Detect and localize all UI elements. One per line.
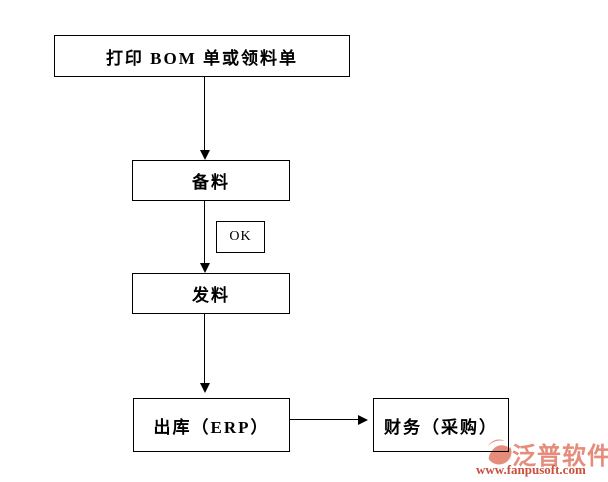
flow-label-ok-text: OK <box>229 229 252 244</box>
arrow-line <box>204 77 205 151</box>
flow-node-prepare-material-label: 备料 <box>192 173 230 192</box>
flow-node-prepare-material: 备料 <box>132 160 290 201</box>
arrow-down-head-icon <box>200 150 210 160</box>
arrow-line <box>204 201 205 263</box>
flow-node-print-bom-label: 打印 BOM 单或领料单 <box>105 48 299 68</box>
flow-node-outbound-erp-label: 出库（ERP） <box>153 417 270 437</box>
flow-label-ok: OK <box>216 221 265 253</box>
watermark-url-text: www.fanpusoft.com <box>476 462 586 477</box>
flow-node-finance-purchase: 财务（采购） <box>373 398 509 452</box>
flow-node-print-bom: 打印 BOM 单或领料单 <box>54 35 350 77</box>
watermark-brand-text: 泛普软件 <box>512 443 608 470</box>
arrow-line <box>290 419 358 420</box>
arrow-down-head-icon <box>200 383 210 393</box>
flow-node-finance-purchase-label: 财务（采购） <box>384 417 498 437</box>
arrow-down-head-icon <box>200 263 210 273</box>
flow-node-outbound-erp: 出库（ERP） <box>133 398 290 452</box>
arrow-line <box>204 314 205 383</box>
flow-node-issue-material-label: 发料 <box>192 286 230 305</box>
arrow-right-head-icon <box>358 415 368 425</box>
flow-node-issue-material: 发料 <box>132 273 290 314</box>
fanpu-logo-icon <box>485 437 513 465</box>
